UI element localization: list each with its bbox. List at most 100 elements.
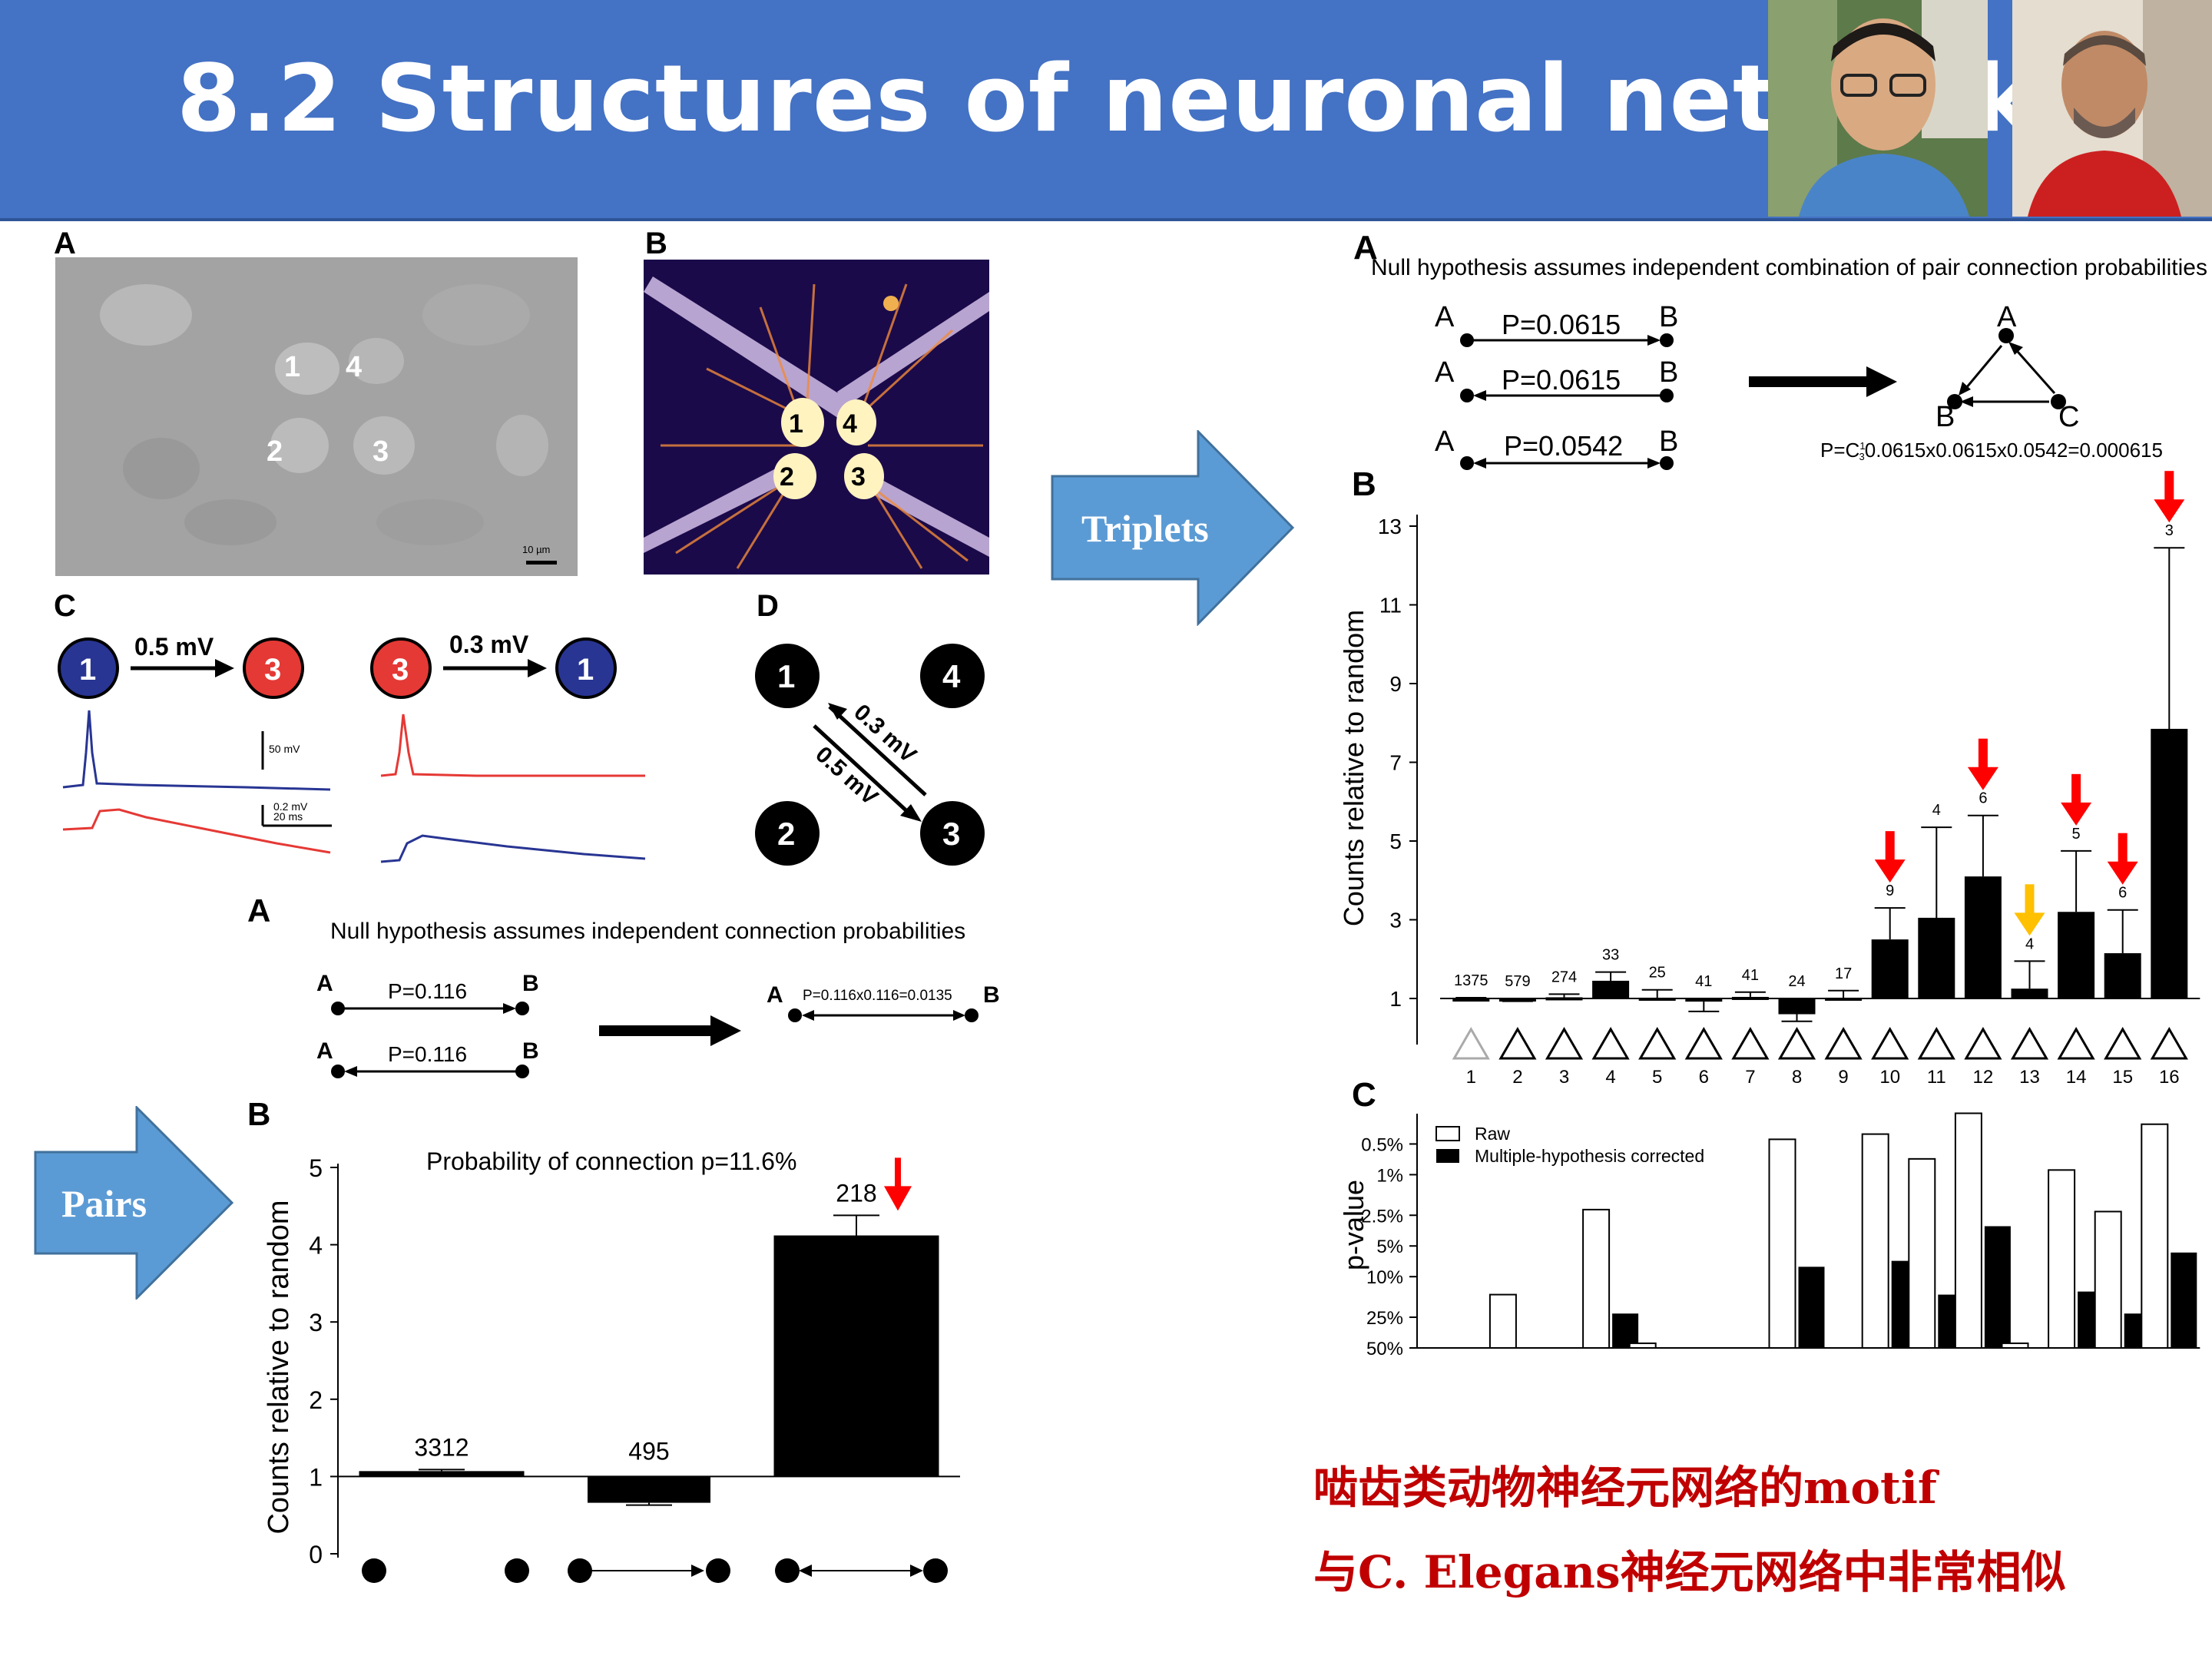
tri-node-b1: B xyxy=(1659,301,1678,333)
pairs-icon-dot xyxy=(706,1558,730,1583)
triplets-panel-b: B xyxy=(1352,465,1376,503)
pairs-icon-dot xyxy=(505,1558,529,1583)
pairs-y-tick-label: 4 xyxy=(309,1232,323,1260)
motif-number: 14 xyxy=(2066,1067,2087,1088)
triplets-y-tick-label: 11 xyxy=(1379,594,1402,618)
pairs-implies-arrow xyxy=(599,1015,741,1046)
triplets-arrow: Triplets xyxy=(1051,430,1295,626)
pvalue-y-tick-label: 2.5% xyxy=(1361,1206,1403,1227)
pvalue-corrected-bar-8 xyxy=(1798,1267,1825,1348)
pairs-bar-chart: B Probability of connection p=11.6% Coun… xyxy=(247,1096,960,1583)
triplets-bar-13 xyxy=(2011,988,2048,998)
pairs-icon-dot xyxy=(923,1558,948,1583)
triplets-count-label: 4 xyxy=(2025,935,2034,952)
pvalue-corrected-bar-4 xyxy=(1612,1313,1639,1348)
d-node-3: 3 xyxy=(942,816,960,852)
triplets-y-tick-label: 9 xyxy=(1389,672,1402,696)
c-left-amp: 0.5 mV xyxy=(134,633,214,661)
tri-node-a1: A xyxy=(1435,301,1455,333)
triplets-bar-7 xyxy=(1731,996,1769,1000)
panel-label-d: D xyxy=(757,589,779,623)
motif-number: 1 xyxy=(1466,1067,1476,1088)
triplets-null-title: Null hypothesis assumes independent comb… xyxy=(1371,255,2207,280)
motif-number: 5 xyxy=(1652,1067,1662,1088)
triplets-count-label: 33 xyxy=(1602,947,1619,964)
pairs-y-tick-label: 0 xyxy=(309,1541,323,1568)
pairs-arrow: Pairs xyxy=(34,1106,234,1300)
scale-02mv: 0.2 mV xyxy=(273,800,308,813)
triplets-bar-14 xyxy=(2058,912,2095,998)
motif-icon-10 xyxy=(1871,1027,1909,1060)
triplets-label: Triplets xyxy=(1081,507,1209,550)
scale-50mv: 50 mV xyxy=(269,743,300,755)
triplets-arrow-head xyxy=(2014,912,2045,936)
triplets-bar-chart: B C Counts relative to random p-value 13… xyxy=(1338,465,2200,1359)
triplets-panel-a: A xyxy=(1353,229,1378,267)
motif-icon-4 xyxy=(1591,1027,1630,1060)
pairs-icon-arrowhead xyxy=(910,1565,923,1577)
pairs-bar-3 xyxy=(773,1235,939,1477)
tri-node-b2: B xyxy=(1659,356,1678,389)
cell-label-3: 3 xyxy=(373,435,389,468)
micrograph-dic: 1 4 2 3 10 µm xyxy=(55,257,578,576)
pairs-red-arrow-head xyxy=(884,1186,912,1211)
triplets-null-hypothesis: A Null hypothesis assumes independent co… xyxy=(1353,229,2207,470)
motif-icon-5 xyxy=(1638,1027,1677,1060)
pvalue-corrected-bar-16 xyxy=(2171,1252,2197,1348)
panel-d-connectivity: 1 4 2 3 0.3 mV 0.5 mV xyxy=(755,644,985,866)
triplets-arrow-shaft xyxy=(2118,833,2128,864)
pairs-red-arrow-shaft xyxy=(895,1157,901,1189)
micrograph-fluorescence: 1 4 2 3 xyxy=(644,260,989,575)
triplets-bar-12 xyxy=(1964,876,2002,998)
motif-icon-1 xyxy=(1452,1027,1490,1060)
triplets-panel-c: C xyxy=(1352,1076,1376,1114)
fluor-cell-label-2: 2 xyxy=(780,462,794,492)
pairs-result: P=0.116x0.116=0.0135 xyxy=(803,988,952,1004)
tri-node-a3: A xyxy=(1435,426,1455,458)
motif-number: 11 xyxy=(1927,1067,1946,1088)
triplets-count-label: 9 xyxy=(1886,882,1894,899)
triplets-bar-8 xyxy=(1778,998,1816,1015)
triplets-bar-4 xyxy=(1592,980,1630,998)
pvalue-y-tick-label: 10% xyxy=(1366,1267,1403,1288)
neuron-figure: A B C D 1 4 2 3 10 µm xyxy=(54,227,989,866)
caption-line-2: 与C. Elegans神经元网络中非常相似 xyxy=(1313,1546,2066,1598)
pairs-node-b3: B xyxy=(983,982,1000,1008)
tri-node-a2: A xyxy=(1435,356,1455,389)
motif-number: 12 xyxy=(1973,1067,1994,1088)
scale-20ms: 20 ms xyxy=(273,810,303,823)
motif-icon-2 xyxy=(1498,1027,1537,1060)
legend-label-raw: Raw xyxy=(1475,1124,1510,1144)
pairs-node-b1: B xyxy=(522,971,539,996)
triplets-y-tick-label: 13 xyxy=(1378,515,1402,538)
triplets-count-label: 3 xyxy=(2165,522,2174,539)
motif-icon-6 xyxy=(1684,1027,1723,1060)
triplets-bar-6 xyxy=(1685,998,1723,1002)
triplets-arrow-head xyxy=(2154,499,2185,523)
panel-label-c: C xyxy=(54,589,76,623)
motif-number: 6 xyxy=(1699,1067,1709,1088)
pvalue-raw-bar-14 xyxy=(2048,1169,2076,1349)
motif-number: 13 xyxy=(2019,1067,2040,1088)
pairs-node-b2: B xyxy=(522,1038,539,1064)
motif-icon-8 xyxy=(1777,1027,1816,1060)
c-right-pre: 3 xyxy=(392,653,409,687)
triplets-count-label: 274 xyxy=(1551,969,1577,985)
pairs-y-tick-label: 5 xyxy=(309,1154,323,1182)
c-left-pre: 1 xyxy=(79,653,96,687)
c-right-amp: 0.3 mV xyxy=(449,631,529,658)
motif-number: 2 xyxy=(1512,1067,1522,1088)
triplets-bar-1 xyxy=(1452,998,1490,1002)
motif-icon-7 xyxy=(1731,1027,1770,1060)
triplets-arrow-head xyxy=(2061,802,2092,826)
c-right-post: 1 xyxy=(577,653,594,687)
pairs-count-label: 495 xyxy=(628,1437,669,1465)
triplets-count-label: 17 xyxy=(1835,965,1852,982)
pvalue-raw-bar-2 xyxy=(1488,1293,1517,1349)
pairs-null-title: Null hypothesis assumes independent conn… xyxy=(330,919,965,944)
pairs-icon-arrowhead xyxy=(691,1565,704,1577)
pairs-p1: P=0.116 xyxy=(388,979,467,1003)
panel-label-a: A xyxy=(54,227,76,260)
pvalue-raw-bar-4 xyxy=(1582,1208,1611,1349)
triplets-arrow-head xyxy=(2107,861,2138,885)
